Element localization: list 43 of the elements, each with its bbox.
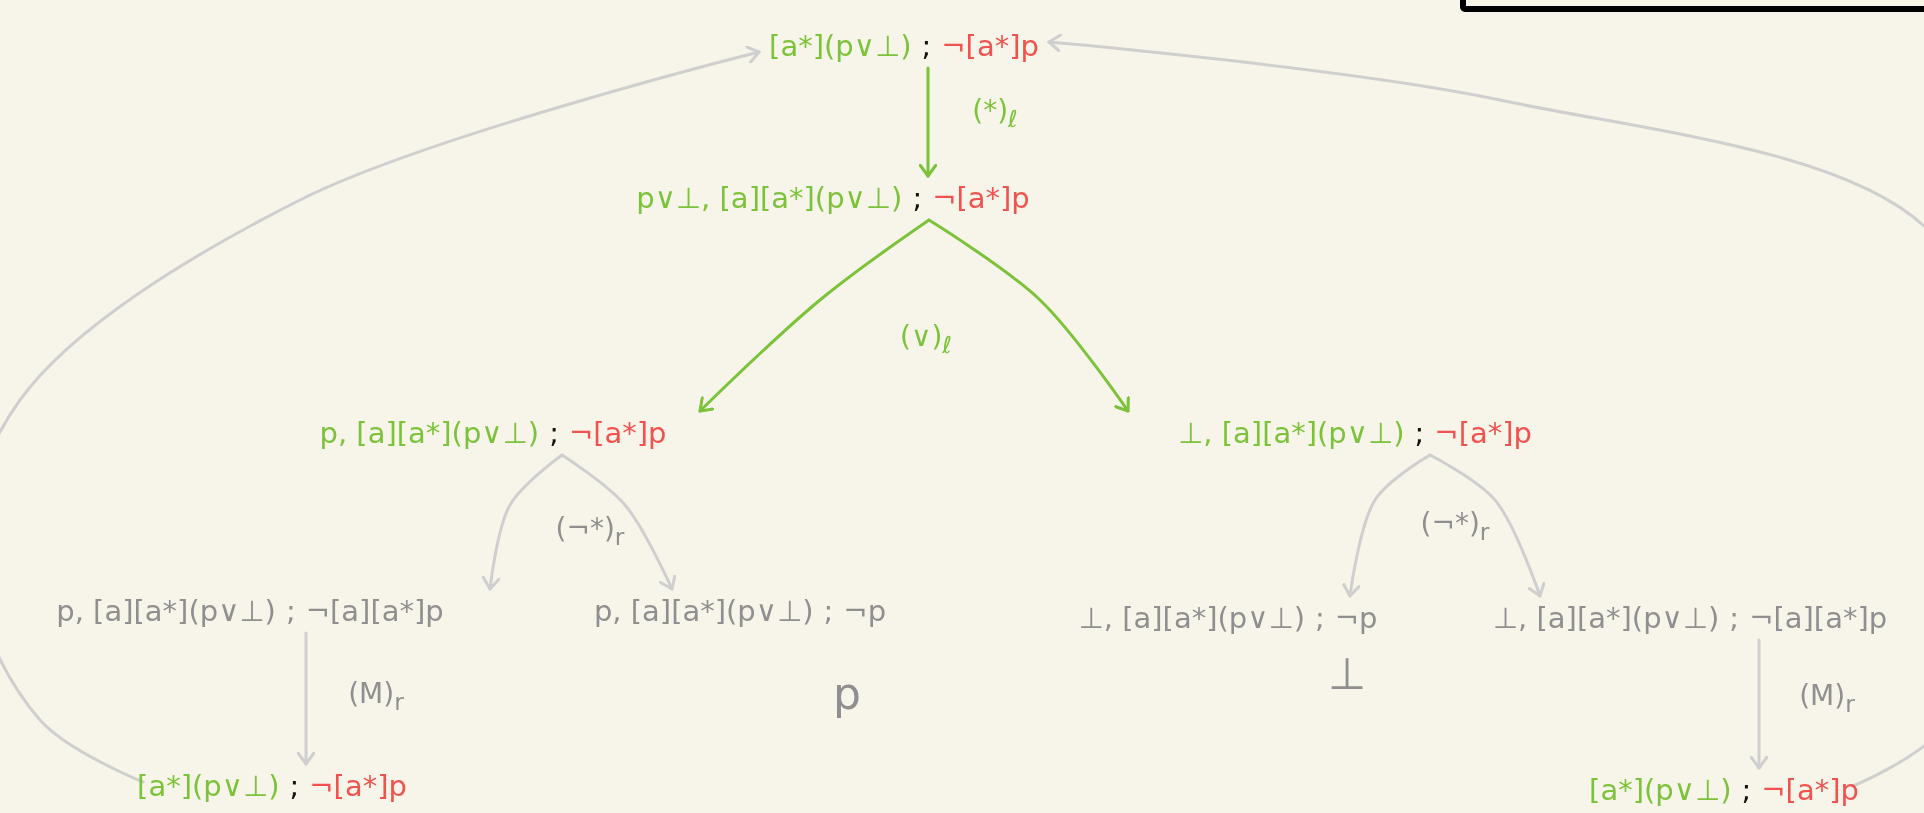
- negated-formula-text: ¬p: [1334, 600, 1378, 636]
- negated-formula-text: ¬[a*]p: [941, 28, 1039, 64]
- separator-text: ;: [289, 768, 300, 804]
- formula-text: ⊥, [a][a*](p∨⊥): [1492, 600, 1720, 636]
- formula-text: [a*](p∨⊥): [1589, 772, 1732, 808]
- arrow: [698, 218, 931, 413]
- formula-text: p, [a][a*](p∨⊥): [319, 415, 540, 451]
- separator-text: ;: [1729, 600, 1740, 636]
- separator-text: ;: [823, 593, 834, 629]
- separator-text: ;: [921, 28, 932, 64]
- arrow: [0, 45, 761, 784]
- separator-text: ;: [285, 593, 296, 629]
- arrow: [927, 218, 1130, 413]
- negated-formula-text: ¬p: [843, 593, 887, 629]
- negated-formula-text: ¬[a][a*]p: [1749, 600, 1888, 636]
- arrow: [560, 453, 677, 591]
- arrow: [481, 453, 564, 591]
- formula-text: p∨⊥, [a][a*](p∨⊥): [636, 180, 903, 216]
- separator-text: ;: [1414, 415, 1425, 451]
- separator-text: ;: [912, 180, 923, 216]
- formula-text: ⊥, [a][a*](p∨⊥): [1078, 600, 1305, 636]
- negated-formula-text: ¬[a*]p: [932, 180, 1030, 216]
- arrow: [1749, 638, 1769, 770]
- negated-formula-text: ¬[a*]p: [309, 768, 407, 804]
- negated-formula-text: ¬[a*]p: [1434, 415, 1532, 451]
- negated-formula-text: ¬[a*]p: [1761, 772, 1859, 808]
- closed-branch-mark: ⊥: [1327, 650, 1367, 698]
- arrow: [1342, 453, 1432, 598]
- formula-text: ⊥, [a][a*](p∨⊥): [1178, 415, 1405, 451]
- negated-formula-text: ¬[a*]p: [568, 415, 667, 451]
- arrow: [1047, 33, 1924, 788]
- arrow: [1428, 453, 1546, 598]
- separator-text: ;: [1315, 600, 1325, 636]
- negated-formula-text: ¬[a][a*]p: [305, 593, 444, 629]
- closed-branch-mark: p: [833, 670, 861, 718]
- arrow: [296, 631, 316, 766]
- separator-text: ;: [1741, 772, 1752, 808]
- formula-text: p, [a][a*](p∨⊥): [593, 593, 814, 629]
- arrow: [918, 66, 938, 178]
- formula-text: [a*](p∨⊥): [137, 768, 280, 804]
- formula-text: [a*](p∨⊥): [769, 28, 912, 64]
- separator-text: ;: [549, 415, 559, 451]
- formula-text: p, [a][a*](p∨⊥): [56, 593, 276, 629]
